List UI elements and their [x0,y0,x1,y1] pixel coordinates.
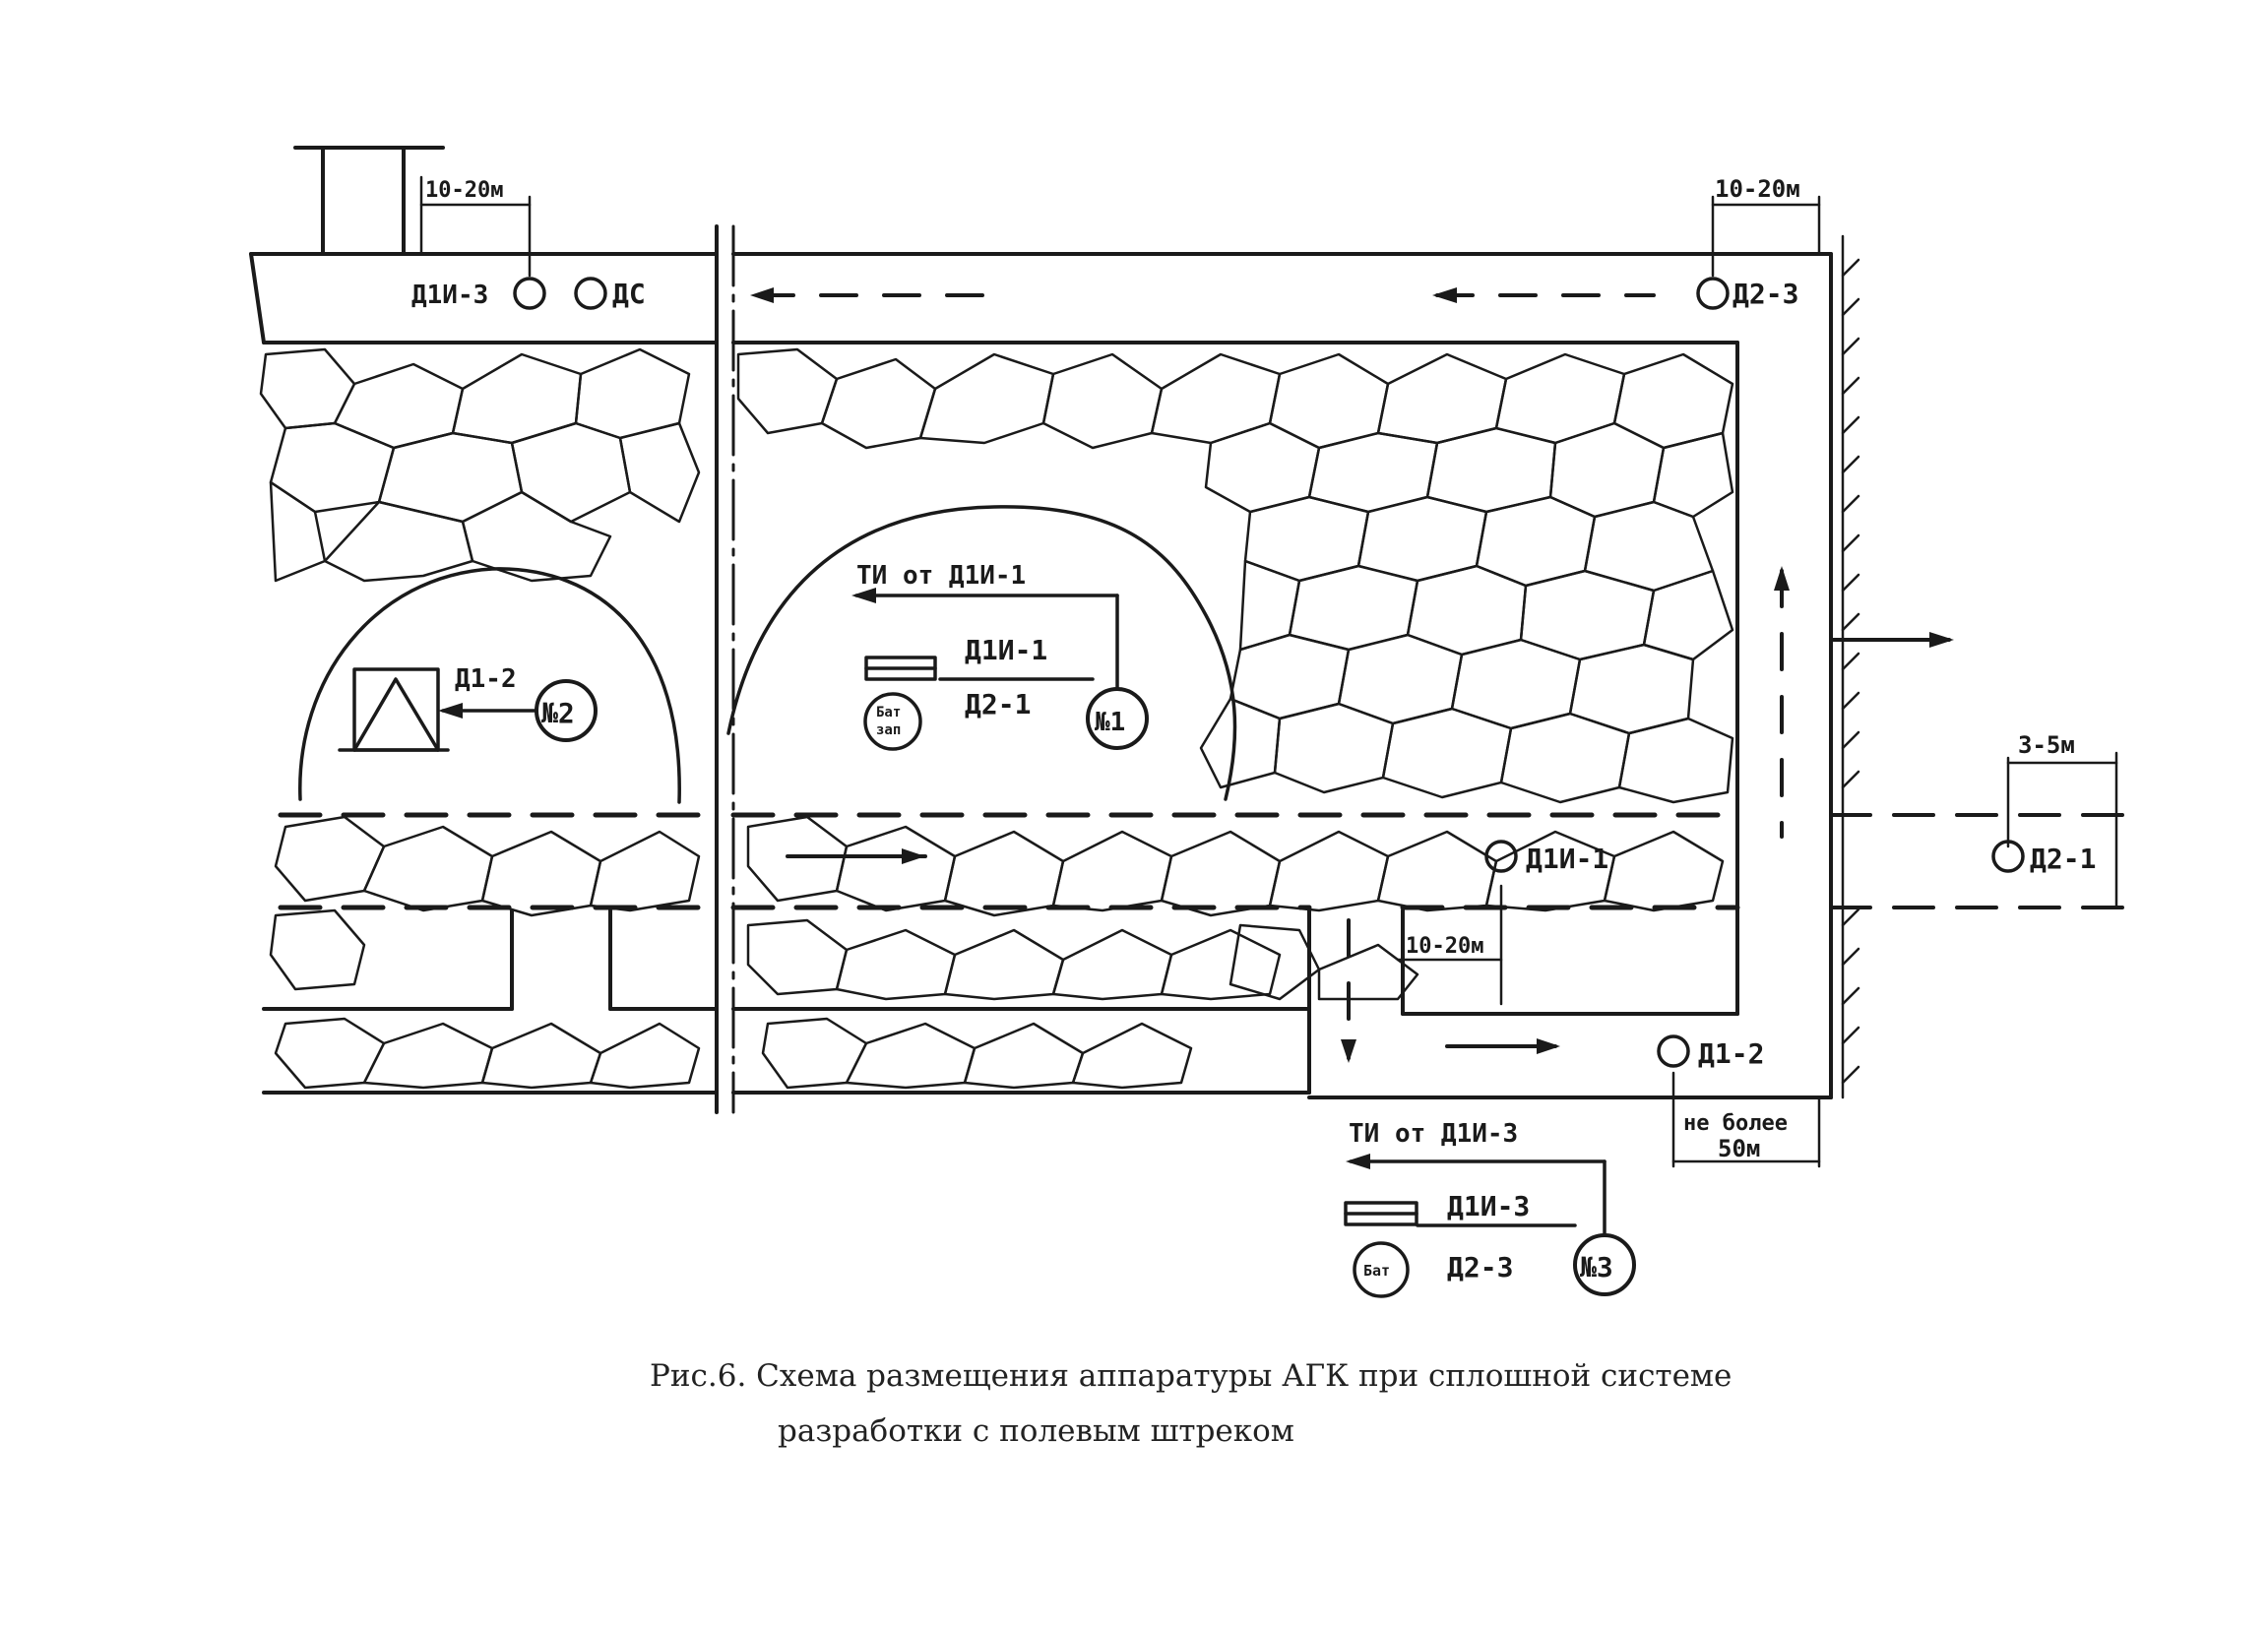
sensor-d1i3-top [513,277,546,310]
battery-n3 [1353,1241,1410,1298]
label-battery-n1-1: Бат [876,705,901,720]
label-not-more-1: не более [1683,1111,1788,1136]
label-dim-3-5: 3-5м [2018,731,2075,759]
label-d1i3-top: Д1И-3 [411,281,488,310]
label-dim-mid: 10-20м [1406,934,1483,959]
station-n2 [535,679,598,742]
station-n1 [1086,687,1149,750]
top-drift [249,146,1833,344]
caption-line-2: разработки с полевым штреком [778,1413,1294,1449]
label-dim-top-right: 10-20м [1715,175,1800,203]
hatched-wall [1841,234,1860,1099]
sensor-ds [574,277,607,310]
label-n2: №2 [541,697,575,729]
arrow-heads [786,638,1951,1048]
arrow-tips [750,287,1954,1063]
label-ds: ДС [612,278,646,310]
sensor-d2-3-top [1696,277,1730,310]
label-d1-2-bottom: Д1-2 [1698,1037,1764,1070]
station-n3 [1573,1233,1636,1296]
caption-line-1: Рис.6. Схема размещения аппаратуры АГК п… [650,1358,1732,1394]
right-drift [1307,252,2128,1099]
label-d1-2-mid: Д1-2 [455,664,517,694]
rock-texture [259,347,1734,1090]
label-d2-3-top: Д2-3 [1732,278,1798,310]
dimension-lines [419,175,2118,1168]
label-n3: №3 [1580,1251,1613,1284]
label-not-more-2: 50м [1718,1135,1760,1162]
vertical-dividers [715,224,735,1114]
label-d2-1-right: Д2-1 [2030,843,2096,875]
airflow-arrows [756,293,1784,1060]
label-n1: №1 [1095,708,1125,737]
figure-caption: Рис.6. Схема размещения аппаратуры АГК п… [650,1348,1929,1459]
rock-zone-outlines [262,341,1739,1095]
chambers [298,505,1237,804]
equipment [338,656,1418,1298]
battery-n1 [863,692,922,751]
sensor-d1-2-bottom [1657,1034,1690,1068]
signal-arrow-tips [438,588,1370,1169]
diagram-labels: 10-20м 10-20м Д1И-3 ДС Д2-3 ТИ от Д1И-1 … [411,175,2096,1284]
label-d1i3-bottom: Д1И-3 [1447,1190,1530,1222]
sensor-d2-1-right [1991,840,2025,873]
label-d2-3-bottom: Д2-3 [1447,1251,1513,1284]
stations [535,679,1636,1296]
label-ti-from-d1i1: ТИ от Д1И-1 [856,561,1026,591]
sensors [513,277,2025,1068]
label-battery-n1-2: зап [876,722,901,738]
label-ti-from-d1i3: ТИ от Д1И-3 [1349,1119,1518,1149]
label-d2-1: Д2-1 [965,688,1031,720]
dashed-drifts [278,812,1740,910]
sensor-d1i1-right [1484,840,1518,873]
label-dim-top-left: 10-20м [425,178,503,203]
label-d1i1-right: Д1И-1 [1526,843,1608,875]
label-battery-n3: Бат [1363,1262,1390,1280]
label-d1i1: Д1И-1 [965,634,1047,666]
signal-lines [441,594,1606,1237]
